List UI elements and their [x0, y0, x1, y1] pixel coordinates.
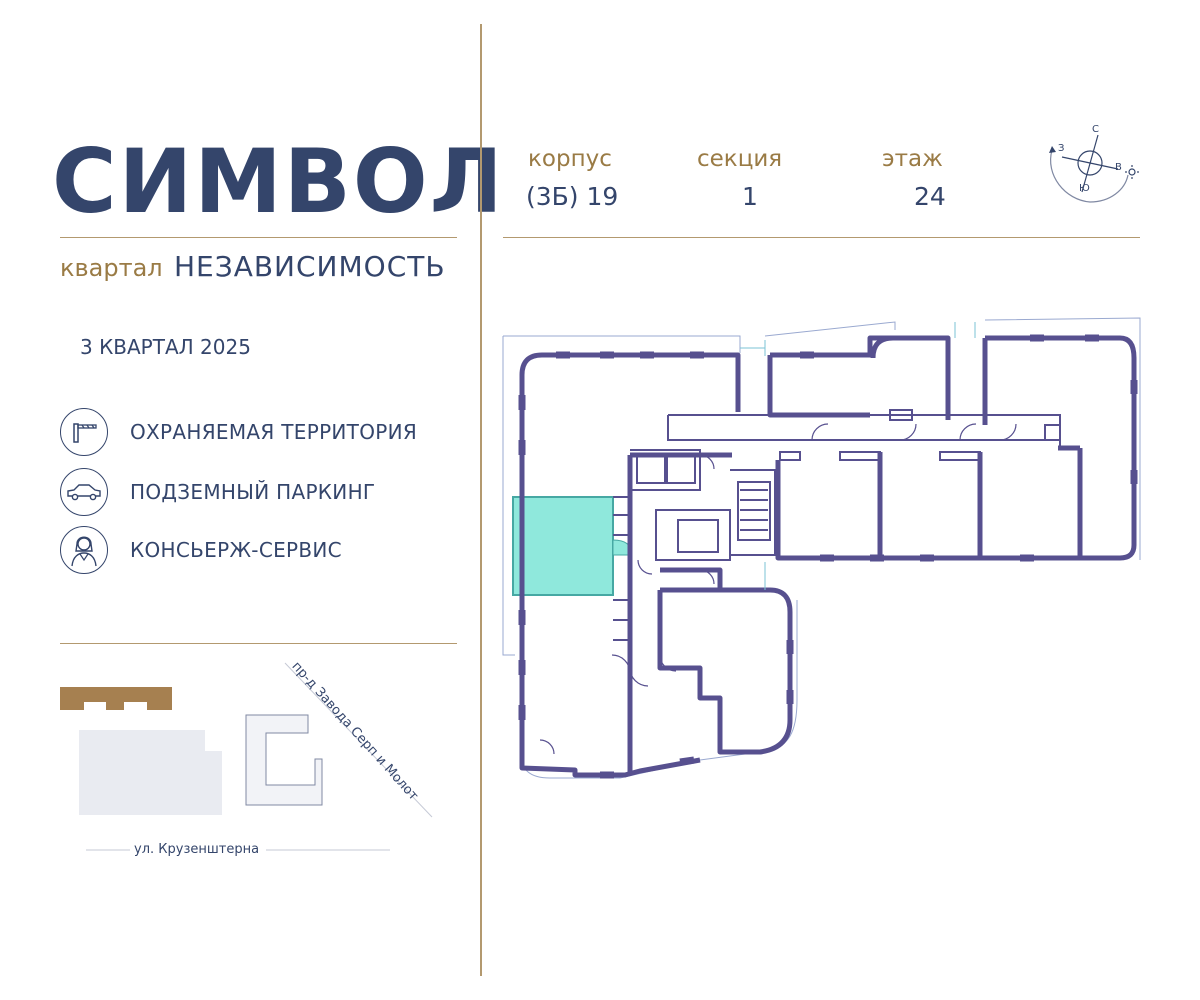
barrier-gate-icon	[60, 408, 108, 456]
compass-icon	[1049, 134, 1139, 203]
diagonal-road	[284, 662, 433, 818]
feature-parking: ПОДЗЕМНЫЙ ПАРКИНГ	[60, 466, 480, 518]
korpus-value: (3Б) 19	[526, 182, 619, 211]
divider	[60, 237, 457, 238]
brand-logo: СИМВОЛ	[52, 130, 505, 233]
complex-building	[245, 714, 323, 806]
highlighted-apartment[interactable]	[512, 496, 614, 596]
completion-date: 3 КВАРТАЛ 2025	[80, 335, 251, 359]
section-label: секция	[697, 146, 783, 172]
street-label-bottom: ул. Крузенштерна	[134, 842, 260, 857]
compass-north: С	[1092, 124, 1099, 135]
feature-label: ПОДЗЕМНЫЙ ПАРКИНГ	[130, 480, 376, 504]
divider	[503, 237, 1140, 238]
feature-concierge: КОНСЬЕРЖ-СЕРВИС	[60, 524, 480, 576]
site-map	[60, 662, 433, 851]
district-name: НЕЗАВИСИМОСТЬ	[174, 250, 446, 283]
floor-value: 24	[914, 182, 946, 211]
korpus-label: корпус	[528, 146, 612, 172]
concierge-icon	[60, 526, 108, 574]
feature-label: КОНСЬЕРЖ-СЕРВИС	[130, 538, 342, 562]
compass-east: В	[1115, 162, 1122, 173]
compass-south: Ю	[1079, 183, 1090, 194]
feature-security: ОХРАНЯЕМАЯ ТЕРРИТОРИЯ	[60, 406, 480, 458]
feature-label: ОХРАНЯЕМАЯ ТЕРРИТОРИЯ	[130, 420, 418, 444]
divider	[60, 643, 457, 644]
section-value: 1	[742, 182, 758, 211]
column-divider	[480, 24, 482, 976]
compass-west: З	[1058, 143, 1065, 154]
car-icon	[60, 468, 108, 516]
site-block	[79, 730, 222, 815]
floor-label: этаж	[882, 146, 943, 172]
district-prefix: квартал	[60, 254, 163, 282]
neighbor-building	[60, 687, 172, 710]
